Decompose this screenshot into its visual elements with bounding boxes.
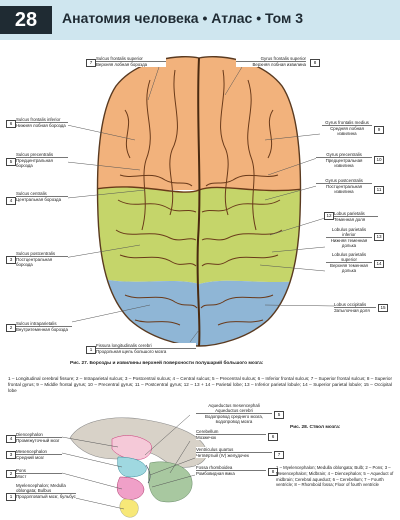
label-number: 1 [6, 493, 16, 501]
label-number: 8 [268, 468, 278, 476]
page-number: 28 [0, 6, 52, 34]
label-number: 5 [274, 411, 284, 419]
running-head: Анатомия человека • Атлас • Том 3 [62, 10, 304, 26]
label-number: 6 [6, 120, 16, 128]
label-number: 11 [374, 186, 384, 194]
label-number: 14 [374, 260, 384, 268]
longitudinal-fissure-line [196, 57, 201, 347]
pons-region [116, 476, 145, 500]
label-number: 1 [86, 346, 96, 354]
diencephalon-region [111, 435, 152, 460]
leader-lines [57, 61, 336, 343]
label-number: 7 [86, 59, 96, 67]
label-number: 13 [374, 233, 384, 241]
label-number: 4 [6, 435, 16, 443]
label-number: 5 [6, 158, 16, 166]
brainstem-illustration [61, 414, 207, 518]
label-number: 9 [374, 126, 384, 134]
label-myelencephalon: Myelencephalon; Medulla oblongata; Bulbu… [16, 483, 76, 499]
medulla-region [119, 498, 139, 518]
label-number: 10 [374, 156, 384, 164]
label-number: 7 [274, 451, 284, 459]
brain-superior-illustration [57, 55, 336, 347]
figure-28-caption: Рис. 28. Ствол мозга: [290, 425, 341, 430]
page-header: 28 Анатомия человека • Атлас • Том 3 [0, 0, 400, 40]
label-number: 6 [268, 433, 278, 441]
label-number: 8 [310, 59, 320, 67]
label-number: 3 [6, 451, 16, 459]
label-number: 2 [6, 470, 16, 478]
figure-28-legend: 1 – Myelencephalon; Medulla oblongata; B… [276, 465, 394, 488]
figure-27-caption: Рис. 27. Борозды и извилины верхней пове… [70, 361, 264, 366]
label-number: 15 [378, 304, 388, 312]
leader-lines [61, 414, 196, 510]
label-number: 12 [324, 212, 334, 220]
figure-27-legend: 1 – Longitudinal cerebral fissure; 2 – I… [8, 376, 392, 393]
label-number: 2 [6, 324, 16, 332]
mesencephalon-region [117, 456, 147, 478]
gyri-lines [115, 69, 283, 326]
label-number: 3 [6, 256, 16, 264]
label-number: 4 [6, 197, 16, 205]
